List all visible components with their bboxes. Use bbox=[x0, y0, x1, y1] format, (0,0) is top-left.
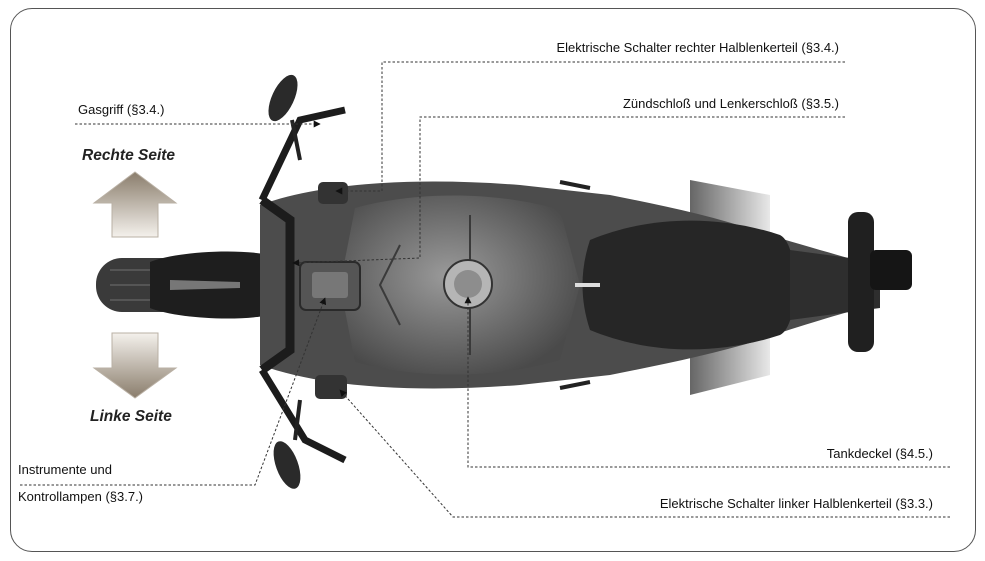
label-left-side: Linke Seite bbox=[90, 408, 172, 426]
label-throttle: Gasgriff (§3.4.) bbox=[78, 102, 164, 118]
label-right-side: Rechte Seite bbox=[82, 147, 175, 165]
leader-right-switch bbox=[336, 62, 845, 191]
label-instruments-line1: Instrumente und bbox=[18, 462, 112, 478]
label-ignition: Zündschloß und Lenkerschloß (§3.5.) bbox=[623, 96, 839, 112]
motorcycle-illustration bbox=[96, 71, 912, 493]
label-left-switch: Elektrische Schalter linker Halblenkerte… bbox=[660, 496, 933, 512]
label-instruments-line2: Kontrollampen (§3.7.) bbox=[18, 489, 143, 505]
left-side-arrow bbox=[94, 333, 176, 398]
right-side-arrow bbox=[94, 172, 176, 237]
label-tank-cap: Tankdeckel (§4.5.) bbox=[827, 446, 933, 462]
label-right-switch: Elektrische Schalter rechter Halblenkert… bbox=[556, 40, 839, 56]
